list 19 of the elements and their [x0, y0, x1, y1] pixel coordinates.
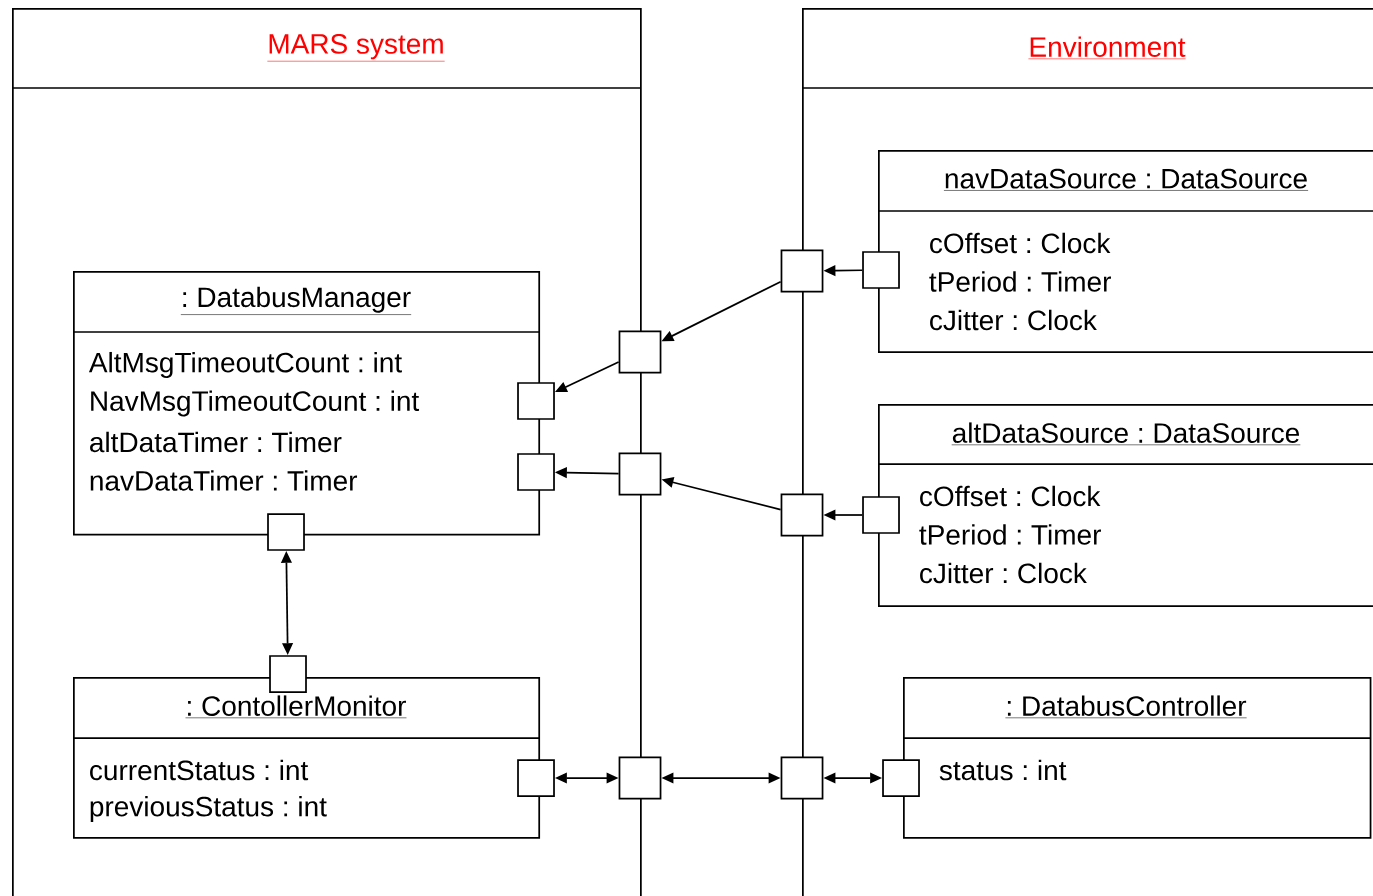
port-square [517, 759, 555, 797]
object-box: : DatabusController status : int [902, 677, 1372, 839]
port-square [882, 759, 920, 797]
port-square [862, 496, 900, 534]
port-square [517, 382, 555, 420]
port-square [618, 330, 662, 374]
port-square [618, 452, 662, 496]
port-square [517, 453, 555, 491]
object-box: navDataSource : DataSource cOffset : Clock tPeriod : Timer cJitter : Clock [877, 150, 1373, 354]
port-square [267, 513, 305, 551]
port-square [269, 655, 307, 693]
object-box: : ContollerMonitor currentStatus : int previousStatus : int [72, 677, 541, 839]
object-box: altDataSource : DataSource cOffset : Clock tPeriod : Timer cJitter : Clock [877, 404, 1373, 608]
port-square [780, 249, 824, 293]
port-square [618, 756, 662, 800]
object-box: : DatabusManager AltMsgTimeoutCount : int NavMsgTimeoutCount : int altDataTimer : Timer navDataTimer : Timer [72, 271, 541, 536]
port-square [862, 251, 900, 289]
port-square [780, 493, 824, 537]
port-square [780, 756, 824, 800]
